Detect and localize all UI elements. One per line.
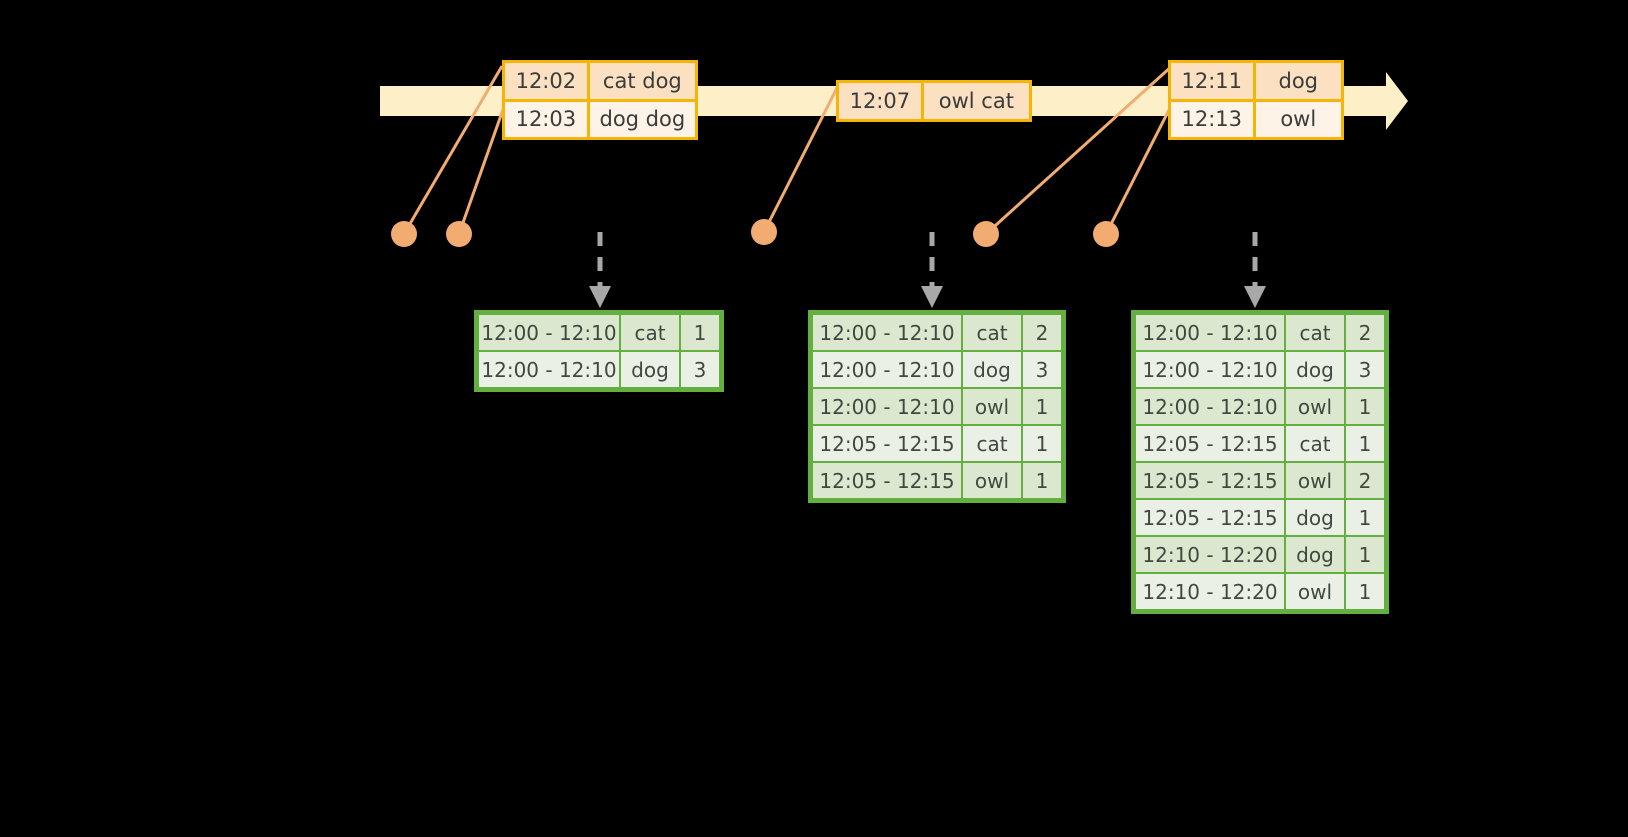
table-cell-range: 12:00 - 12:10 [813, 352, 961, 387]
table-cell-num: 2 [1023, 315, 1061, 350]
table-cell-word: dog [1286, 537, 1344, 572]
event-row: 12:02 cat dog [505, 63, 695, 99]
event-time: 12:03 [505, 101, 590, 137]
table-cell-num: 1 [1346, 389, 1384, 424]
table-cell-range: 12:00 - 12:10 [813, 315, 961, 350]
connector-dot [973, 221, 999, 247]
table-cell-num: 1 [1346, 574, 1384, 609]
table-cell-range: 12:00 - 12:10 [479, 352, 619, 387]
table-cell-num: 1 [1346, 537, 1384, 572]
table-cell-num: 1 [1346, 500, 1384, 535]
table-cell-word: owl [1286, 389, 1344, 424]
event-time: 12:13 [1171, 101, 1256, 137]
connector-dot [751, 219, 777, 245]
event-time: 12:11 [1171, 63, 1256, 99]
connector-dot [391, 221, 417, 247]
table-cell-word: dog [1286, 352, 1344, 387]
table-cell-range: 12:00 - 12:10 [1136, 389, 1284, 424]
table-cell-word: dog [963, 352, 1021, 387]
event-row: 12:11 dog [1171, 63, 1341, 99]
table-cell-num: 1 [1346, 426, 1384, 461]
table-cell-range: 12:10 - 12:20 [1136, 574, 1284, 609]
event-group-3: 12:11 dog 12:13 owl [1168, 60, 1344, 140]
table-cell-word: cat [963, 315, 1021, 350]
table-cell-word: cat [1286, 426, 1344, 461]
event-value: dog dog [589, 101, 695, 137]
table-cell-range: 12:00 - 12:10 [1136, 315, 1284, 350]
event-value: cat dog [589, 63, 695, 99]
table-cell-range: 12:05 - 12:15 [1136, 463, 1284, 498]
table-cell-word: owl [1286, 574, 1344, 609]
table-cell-word: dog [621, 352, 679, 387]
table-cell-num: 1 [1023, 426, 1061, 461]
event-row: 12:03 dog dog [505, 98, 695, 137]
table-cell-word: owl [963, 389, 1021, 424]
table-cell-num: 3 [1346, 352, 1384, 387]
dashed-arrow-head-icon [1244, 286, 1266, 308]
event-group-2: 12:07 owl cat [836, 80, 1032, 122]
timeline-arrow-icon [1362, 72, 1408, 130]
table-cell-range: 12:05 - 12:15 [813, 463, 961, 498]
table-cell-range: 12:05 - 12:15 [1136, 500, 1284, 535]
dashed-arrow-head-icon [921, 286, 943, 308]
event-row: 12:07 owl cat [839, 83, 1029, 119]
table-cell-range: 12:05 - 12:15 [813, 426, 961, 461]
table-cell-range: 12:10 - 12:20 [1136, 537, 1284, 572]
table-cell-num: 2 [1346, 463, 1384, 498]
table-cell-range: 12:05 - 12:15 [1136, 426, 1284, 461]
table-cell-num: 1 [1023, 389, 1061, 424]
table-cell-word: owl [1286, 463, 1344, 498]
connector-line [1104, 103, 1174, 235]
event-row: 12:13 owl [1171, 98, 1341, 137]
table-cell-num: 3 [1023, 352, 1061, 387]
table-cell-word: cat [621, 315, 679, 350]
connector-dot [446, 221, 472, 247]
table-cell-word: owl [963, 463, 1021, 498]
event-value: owl [1255, 101, 1341, 137]
table-cell-num: 3 [681, 352, 719, 387]
connector-line [457, 103, 507, 235]
table-cell-word: cat [1286, 315, 1344, 350]
table-cell-range: 12:00 - 12:10 [813, 389, 961, 424]
table-cell-word: dog [1286, 500, 1344, 535]
table-cell-num: 2 [1346, 315, 1384, 350]
event-value: owl cat [923, 83, 1029, 119]
event-time: 12:07 [839, 83, 924, 119]
connector-dot [1093, 221, 1119, 247]
dashed-arrow-head-icon [589, 286, 611, 308]
table-cell-word: cat [963, 426, 1021, 461]
event-time: 12:02 [505, 63, 590, 99]
table-cell-range: 12:00 - 12:10 [479, 315, 619, 350]
table-cell-range: 12:00 - 12:10 [1136, 352, 1284, 387]
event-value: dog [1255, 63, 1341, 99]
event-group-1: 12:02 cat dog 12:03 dog dog [502, 60, 698, 140]
table-cell-num: 1 [1023, 463, 1061, 498]
table-cell-num: 1 [681, 315, 719, 350]
